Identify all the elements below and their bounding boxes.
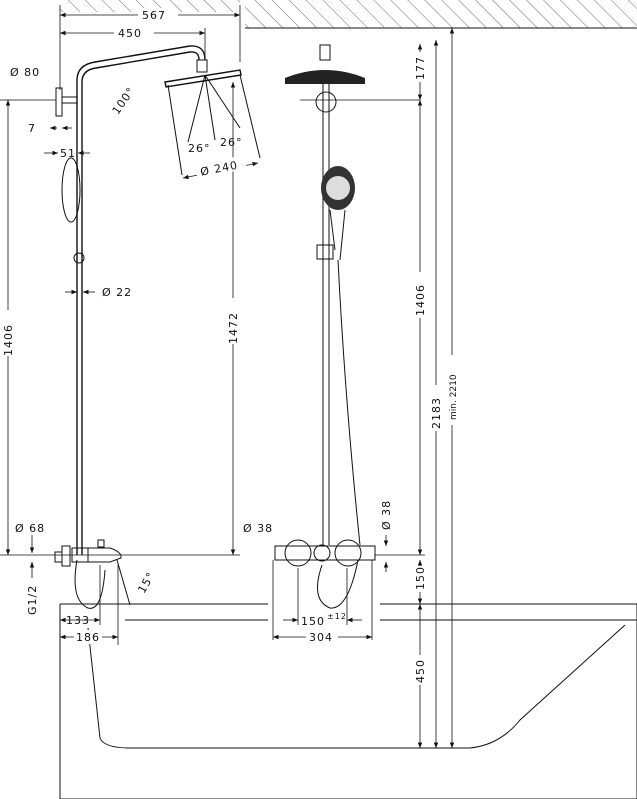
bathtub <box>59 603 637 799</box>
dim-51: 51 <box>60 147 76 160</box>
dim-thermostat-dia-right: Ø 38 <box>380 500 393 530</box>
dim-304: 304 <box>309 631 333 644</box>
dim-mixer-flange-dia: Ø 68 <box>15 522 45 535</box>
dim-450-arm: 450 <box>118 27 142 40</box>
dim-450-tub: 450 <box>414 659 427 683</box>
dim-tilt-left: 26° <box>188 142 211 155</box>
dim-567: 567 <box>142 9 166 22</box>
dim-1406-left: 1406 <box>2 324 15 356</box>
dim-1472: 1472 <box>227 312 240 344</box>
dim-tolerance: ±12 <box>327 612 347 621</box>
dimension-lines <box>0 5 455 748</box>
dim-min-2210: min. 2210 <box>449 374 459 420</box>
thermostat-shower-front-view <box>274 44 376 609</box>
dim-spout-angle: 15° <box>135 570 158 596</box>
dim-flange-dia: Ø 80 <box>10 66 40 79</box>
dim-1406-right: 1406 <box>414 284 427 316</box>
dim-tilt-right: 26° <box>220 136 243 149</box>
dim-150-spacing: 150 <box>301 615 325 628</box>
dim-150-vertical: 150 <box>414 566 427 590</box>
dim-2183: 2183 <box>430 397 443 429</box>
dim-thread: G1/2 <box>26 585 39 615</box>
dim-arm-angle: 100° <box>110 84 138 116</box>
ceiling-hatch <box>60 0 637 29</box>
dim-186: 186 <box>76 631 100 644</box>
dim-7: 7 <box>28 122 36 135</box>
dim-133: 133 <box>66 614 90 627</box>
bath-shower-side-view <box>54 45 261 609</box>
dim-pipe-dia: Ø 22 <box>102 286 132 299</box>
dim-thermostat-dia-left: Ø 38 <box>243 522 273 535</box>
dim-177: 177 <box>414 56 427 80</box>
